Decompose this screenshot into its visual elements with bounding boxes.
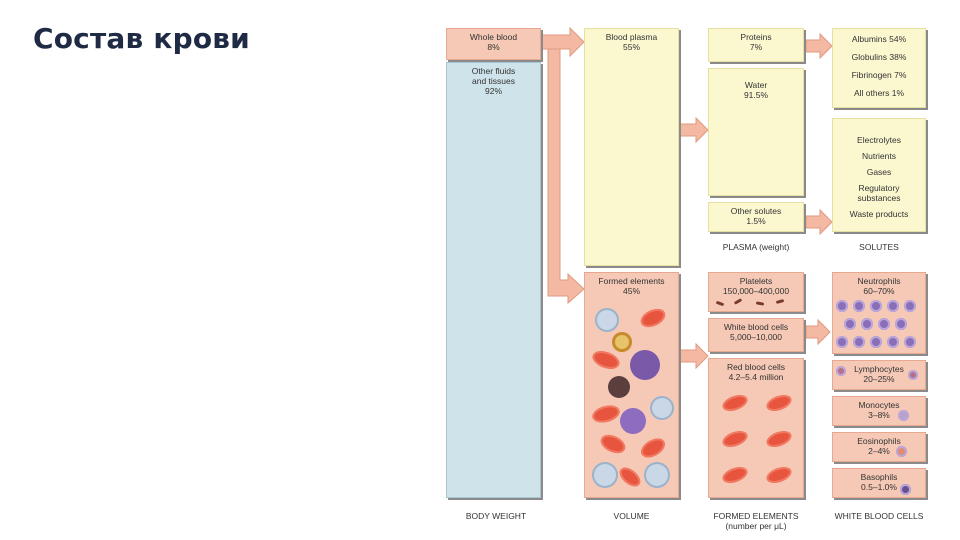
neutrophil-icon bbox=[861, 318, 873, 330]
basophils-box: Basophils 0.5–1.0% bbox=[832, 468, 926, 498]
globulins-label: Globulins 38% bbox=[851, 52, 907, 62]
water-box: Water 91.5% bbox=[708, 68, 804, 196]
neutrophil-icon bbox=[853, 300, 865, 312]
wbc-illustration bbox=[608, 376, 630, 398]
whole-blood-pct: 8% bbox=[487, 42, 500, 52]
neutrophil-icon bbox=[853, 336, 865, 348]
monocyte-icon bbox=[898, 410, 909, 421]
col-body-weight: BODY WEIGHT bbox=[465, 511, 527, 521]
lymphocytes-box: Lymphocytes 20–25% bbox=[832, 360, 926, 390]
neutrophil-icon bbox=[870, 300, 882, 312]
electrolytes-label: Electrolytes bbox=[857, 135, 901, 145]
neutrophil-icon bbox=[895, 318, 907, 330]
col-white-blood-cells: WHITE BLOOD CELLS bbox=[834, 511, 924, 521]
other-solutes-label: Other solutes bbox=[730, 206, 782, 216]
other-solutes-pct: 1.5% bbox=[746, 216, 766, 226]
arrow-wbc-to-types bbox=[805, 318, 831, 346]
white-blood-cells-box: White blood cells 5,000–10,000 bbox=[708, 318, 804, 352]
eosinophil-icon bbox=[896, 446, 907, 457]
eosinophils-box: Eosinophils 2–4% bbox=[832, 432, 926, 462]
col-formed-elements-unit: (number per μL) bbox=[725, 521, 787, 531]
col-volume: VOLUME bbox=[613, 511, 650, 521]
eosinophils-pct: 2–4% bbox=[868, 446, 890, 456]
proteins-box: Proteins 7% bbox=[708, 28, 804, 62]
arrow-formed-to-elements bbox=[679, 342, 709, 370]
slide-title: Состав крови bbox=[33, 22, 250, 55]
all-others-label: All others 1% bbox=[853, 88, 905, 98]
col-formed-elements: FORMED ELEMENTS (number per μL) bbox=[700, 511, 812, 531]
neutrophil-icon bbox=[844, 318, 856, 330]
fibrinogen-label: Fibrinogen 7% bbox=[851, 70, 907, 80]
water-label: Water bbox=[744, 80, 768, 90]
neutrophil-icon bbox=[887, 336, 899, 348]
neutrophil-icon bbox=[887, 300, 899, 312]
arrow-whole-to-formed bbox=[547, 48, 585, 305]
neutrophils-pct: 60–70% bbox=[863, 286, 895, 296]
other-fluids-label-1: Other fluids bbox=[471, 66, 516, 76]
col-solutes: SOLUTES bbox=[859, 242, 899, 252]
monocytes-pct: 3–8% bbox=[868, 410, 890, 420]
wbc-illustration bbox=[592, 462, 618, 488]
other-fluids-box: Other fluids and tissues 92% bbox=[446, 62, 541, 498]
water-pct: 91.5% bbox=[743, 90, 769, 100]
col-formed-elements-title: FORMED ELEMENTS bbox=[713, 511, 799, 521]
lymphocyte-icon bbox=[908, 370, 918, 380]
basophils-label: Basophils bbox=[860, 472, 898, 482]
whole-blood-box: Whole blood 8% bbox=[446, 28, 541, 60]
neutrophil-icon bbox=[836, 300, 848, 312]
whole-blood-label: Whole blood bbox=[469, 32, 518, 42]
lymphocyte-icon bbox=[836, 366, 846, 376]
monocytes-label: Monocytes bbox=[858, 400, 900, 410]
neutrophil-icon bbox=[878, 318, 890, 330]
other-fluids-pct: 92% bbox=[484, 86, 502, 96]
neutrophil-icon bbox=[870, 336, 882, 348]
wbc-illustration bbox=[620, 408, 646, 434]
lymphocytes-pct: 20–25% bbox=[863, 374, 895, 384]
arrow-proteins-to-albumins bbox=[805, 32, 833, 60]
solute-types-box: Electrolytes Nutrients Gases Regulatory … bbox=[832, 118, 926, 232]
platelets-count: 150,000–400,000 bbox=[722, 286, 790, 296]
lymphocytes-label: Lymphocytes bbox=[854, 364, 904, 374]
neutrophil-icon bbox=[904, 300, 916, 312]
basophils-pct: 0.5–1.0% bbox=[861, 482, 897, 492]
nutrients-label: Nutrients bbox=[861, 151, 896, 161]
blood-plasma-label: Blood plasma bbox=[605, 32, 658, 42]
platelets-box: Platelets 150,000–400,000 bbox=[708, 272, 804, 312]
wbc-illustration bbox=[644, 462, 670, 488]
neutrophil-icon bbox=[836, 336, 848, 348]
arrow-plasma-to-plasma-weight bbox=[679, 116, 709, 144]
wbc-illustration bbox=[630, 350, 660, 380]
formed-elements-pct: 45% bbox=[622, 286, 640, 296]
albumins-label: Albumins 54% bbox=[851, 34, 907, 44]
neutrophils-label: Neutrophils bbox=[857, 276, 901, 286]
eosinophils-label: Eosinophils bbox=[857, 436, 901, 446]
monocytes-box: Monocytes 3–8% bbox=[832, 396, 926, 426]
wbc-illustration bbox=[612, 332, 632, 352]
regulatory-label-1: Regulatory bbox=[858, 183, 900, 193]
col-plasma: PLASMA (weight) bbox=[722, 242, 790, 252]
rbc-label: Red blood cells bbox=[726, 362, 786, 372]
other-fluids-label-2: and tissues bbox=[472, 76, 515, 86]
waste-label: Waste products bbox=[849, 209, 909, 219]
wbc-label: White blood cells bbox=[723, 322, 789, 332]
rbc-count: 4.2–5.4 million bbox=[728, 372, 784, 382]
proteins-pct: 7% bbox=[749, 42, 763, 52]
other-solutes-box: Other solutes 1.5% bbox=[708, 202, 804, 232]
gases-label: Gases bbox=[866, 167, 892, 177]
wbc-count: 5,000–10,000 bbox=[730, 332, 782, 342]
blood-plasma-box: Blood plasma 55% bbox=[584, 28, 679, 266]
regulatory-label-2: substances bbox=[857, 193, 901, 203]
formed-elements-label: Formed elements bbox=[598, 276, 665, 286]
protein-types-box: Albumins 54% Globulins 38% Fibrinogen 7%… bbox=[832, 28, 926, 108]
basophil-icon bbox=[900, 484, 911, 495]
arrow-other-to-solutes bbox=[805, 208, 833, 236]
neutrophil-icon bbox=[904, 336, 916, 348]
platelets-label: Platelets bbox=[739, 276, 773, 286]
wbc-illustration bbox=[595, 308, 619, 332]
wbc-illustration bbox=[650, 396, 674, 420]
proteins-label: Proteins bbox=[740, 32, 772, 42]
blood-plasma-pct: 55% bbox=[622, 42, 640, 52]
